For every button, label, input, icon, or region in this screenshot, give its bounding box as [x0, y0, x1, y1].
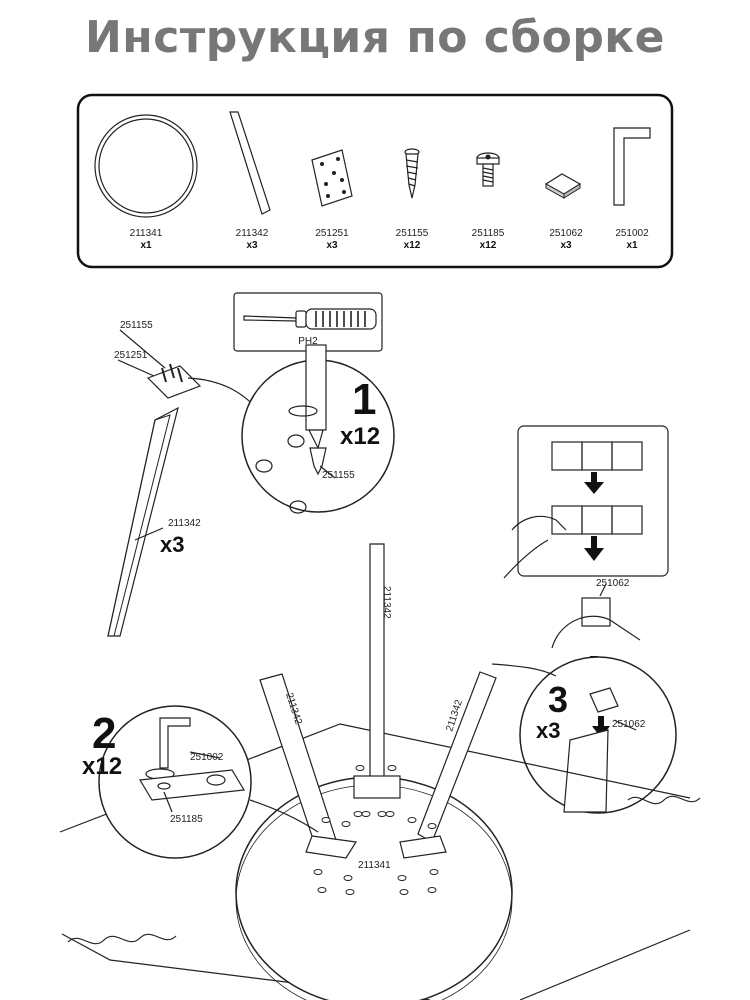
hand-icon — [511, 515, 567, 531]
step3-number: 3 — [548, 679, 568, 720]
step1-number: 1 — [352, 375, 376, 424]
label-251251: 251251 — [114, 350, 148, 361]
part-code-211342: 211342 — [236, 228, 269, 239]
part-code-211341: 211341 — [130, 228, 163, 239]
hand-icon — [551, 615, 641, 649]
step2-number: 2 — [92, 709, 116, 758]
leg-count: x3 — [160, 532, 184, 557]
part-qty-251251: x3 — [326, 240, 338, 251]
label-251062-bottom: 251062 — [612, 719, 646, 730]
page-title: Инструкция по сборке — [84, 12, 666, 63]
tool-label: PH2 — [298, 336, 318, 347]
leg-icon — [229, 111, 271, 215]
label-251062-top: 251062 — [596, 578, 630, 589]
part-qty-251002: x1 — [626, 240, 638, 251]
part-qty-211342: x3 — [246, 240, 258, 251]
step3-box — [517, 425, 669, 577]
label-211341: 211341 — [358, 860, 391, 871]
label-251155: 251155 — [322, 470, 355, 481]
parts-panel — [76, 93, 674, 269]
arrow-down-icon — [584, 536, 604, 561]
wood-screw-icon — [404, 148, 420, 199]
part-code-251062: 251062 — [549, 228, 583, 239]
leg-center — [369, 543, 385, 793]
part-code-251002: 251002 — [615, 228, 649, 239]
part-code-251185: 251185 — [472, 228, 505, 239]
screwdriver-icon — [243, 308, 377, 330]
arrow-down-icon — [584, 472, 604, 494]
step3-multiplier: x3 — [536, 718, 560, 743]
arrow-down-icon — [592, 716, 610, 738]
bolt-icon — [476, 152, 500, 187]
part-qty-211341: x1 — [140, 240, 152, 251]
label-251185: 251185 — [170, 814, 203, 825]
felt-pad-icon — [544, 173, 582, 199]
mounting-plate-icon — [311, 149, 353, 207]
round-tabletop-icon — [94, 114, 198, 218]
part-qty-251062: x3 — [560, 240, 572, 251]
label-251002: 251002 — [190, 752, 224, 763]
label-211342-center: 211342 — [381, 586, 392, 619]
pad-sheet-top — [551, 441, 643, 471]
hex-key-icon — [159, 717, 191, 769]
part-qty-251185: x12 — [480, 240, 497, 251]
hex-key-icon — [613, 127, 651, 206]
pad-sheet-bottom — [551, 505, 643, 535]
felt-pad-icon — [581, 597, 611, 627]
step1-multiplier: x12 — [340, 423, 380, 450]
step2-multiplier: x12 — [82, 753, 122, 780]
step1-leg — [107, 363, 202, 637]
part-code-251155: 251155 — [396, 228, 429, 239]
label-251155-top: 251155 — [120, 320, 153, 331]
label-211342: 211342 — [168, 518, 201, 529]
part-code-251251: 251251 — [315, 228, 349, 239]
part-qty-251155: x12 — [404, 240, 421, 251]
